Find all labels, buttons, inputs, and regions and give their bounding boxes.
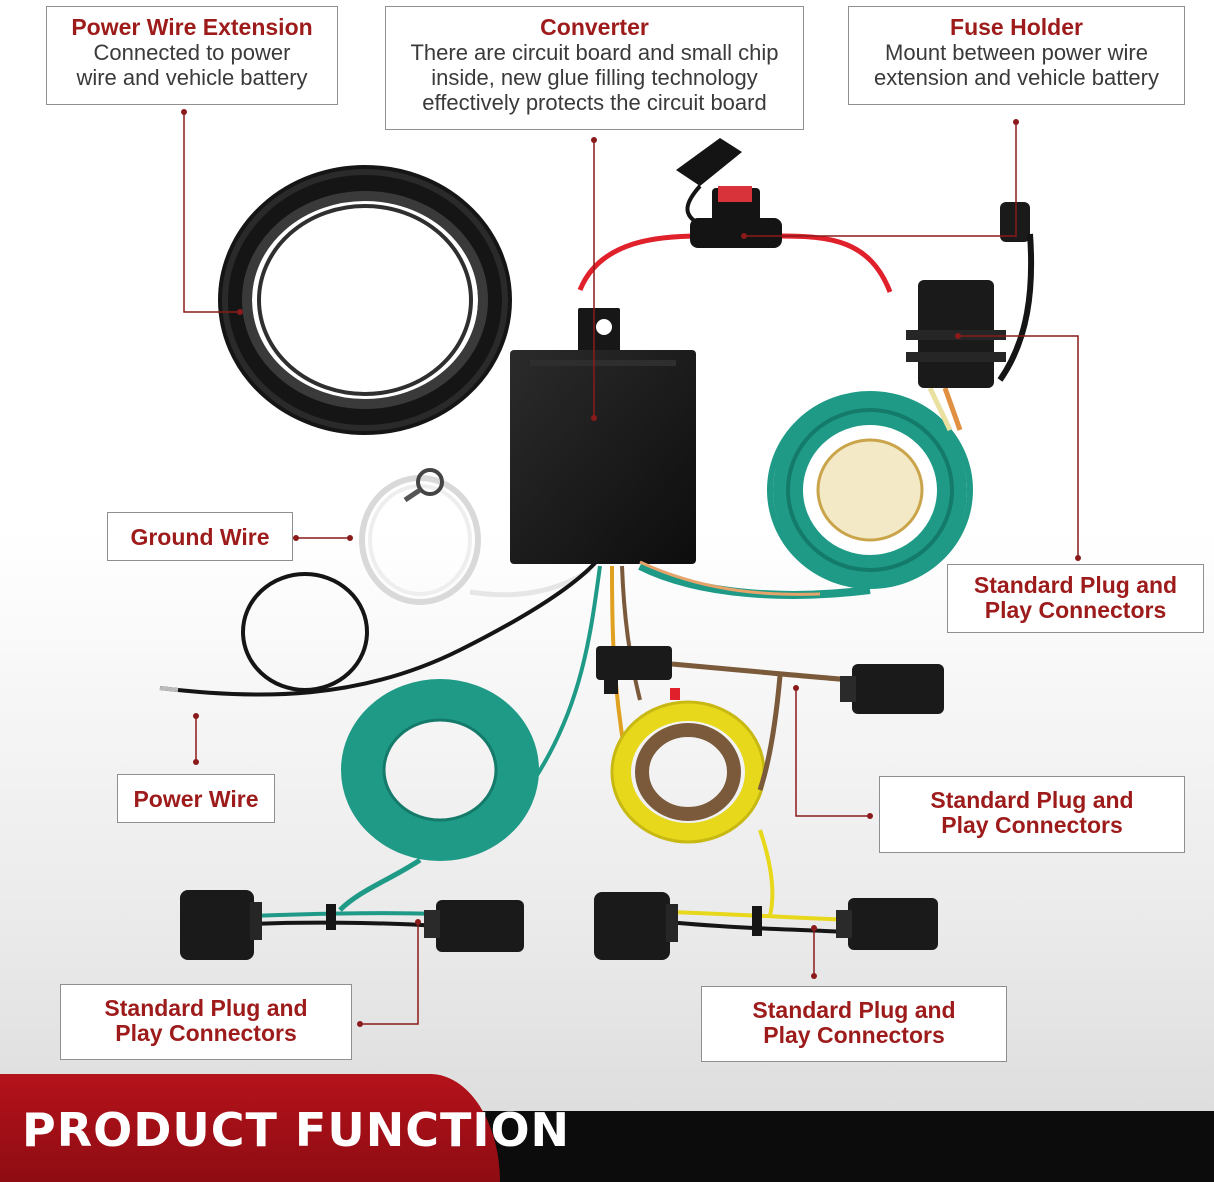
fuse-holder: [676, 138, 782, 248]
bottom-left-connectors: [180, 890, 524, 960]
left-teal-coil: [338, 679, 539, 912]
callout-leaders: [183, 112, 1079, 1025]
label-plug-middle-line-2: Play Connectors: [941, 812, 1123, 838]
label-fuse-holder-desc-2: extension and vehicle battery: [874, 65, 1159, 90]
label-converter-desc-3: effectively protects the circuit board: [422, 90, 767, 115]
yellow-brown-coil: [610, 700, 766, 844]
label-power-wire-extension-title: Power Wire Extension: [71, 14, 313, 40]
label-converter-title: Converter: [540, 14, 649, 40]
label-ground-wire-title: Ground Wire: [130, 524, 270, 550]
label-plug-bottom-right: Standard Plug and Play Connectors: [701, 986, 1007, 1062]
right-teal-coil: [638, 386, 973, 599]
label-converter-desc-1: There are circuit board and small chip: [410, 40, 779, 65]
label-power-wire-extension-desc-2: wire and vehicle battery: [76, 65, 308, 90]
callout-dots: [181, 109, 1081, 1027]
label-plug-bottom-left-line-2: Play Connectors: [115, 1020, 297, 1046]
label-plug-middle: Standard Plug and Play Connectors: [879, 776, 1185, 853]
label-ground-wire: Ground Wire: [107, 512, 293, 561]
label-power-wire: Power Wire: [117, 774, 275, 823]
label-converter: Converter There are circuit board and sm…: [385, 6, 804, 130]
label-plug-right-line-2: Play Connectors: [984, 597, 1167, 623]
label-plug-bottom-right-line-1: Standard Plug and: [752, 997, 956, 1023]
label-power-wire-title: Power Wire: [133, 786, 259, 812]
label-fuse-holder-title: Fuse Holder: [950, 14, 1083, 40]
label-plug-bottom-left-line-1: Standard Plug and: [104, 995, 308, 1021]
label-power-wire-extension-desc-1: Connected to power: [93, 40, 291, 65]
power-wire-loop: [159, 560, 598, 697]
label-plug-middle-line-1: Standard Plug and: [930, 787, 1134, 813]
bottom-right-connectors: [594, 829, 938, 960]
label-plug-bottom-left: Standard Plug and Play Connectors: [60, 984, 352, 1060]
label-plug-bottom-right-line-2: Play Connectors: [763, 1022, 945, 1048]
power-wire-extension-coil: [218, 165, 512, 435]
ground-wire-coil: [359, 468, 592, 605]
label-plug-right: Standard Plug and Play Connectors: [947, 564, 1204, 633]
footer-title: PRODUCT FUNCTION: [22, 1103, 571, 1157]
label-fuse-holder: Fuse Holder Mount between power wire ext…: [848, 6, 1185, 105]
converter-box: [510, 308, 696, 564]
footer-banner-red: [0, 1074, 500, 1182]
middle-connectors: [596, 646, 944, 791]
label-fuse-holder-desc-1: Mount between power wire: [885, 40, 1148, 65]
label-power-wire-extension: Power Wire Extension Connected to power …: [46, 6, 338, 105]
label-converter-desc-2: inside, new glue filling technology: [431, 65, 758, 90]
fuse-lead-black: [997, 202, 1035, 382]
label-plug-right-line-1: Standard Plug and: [973, 572, 1178, 598]
